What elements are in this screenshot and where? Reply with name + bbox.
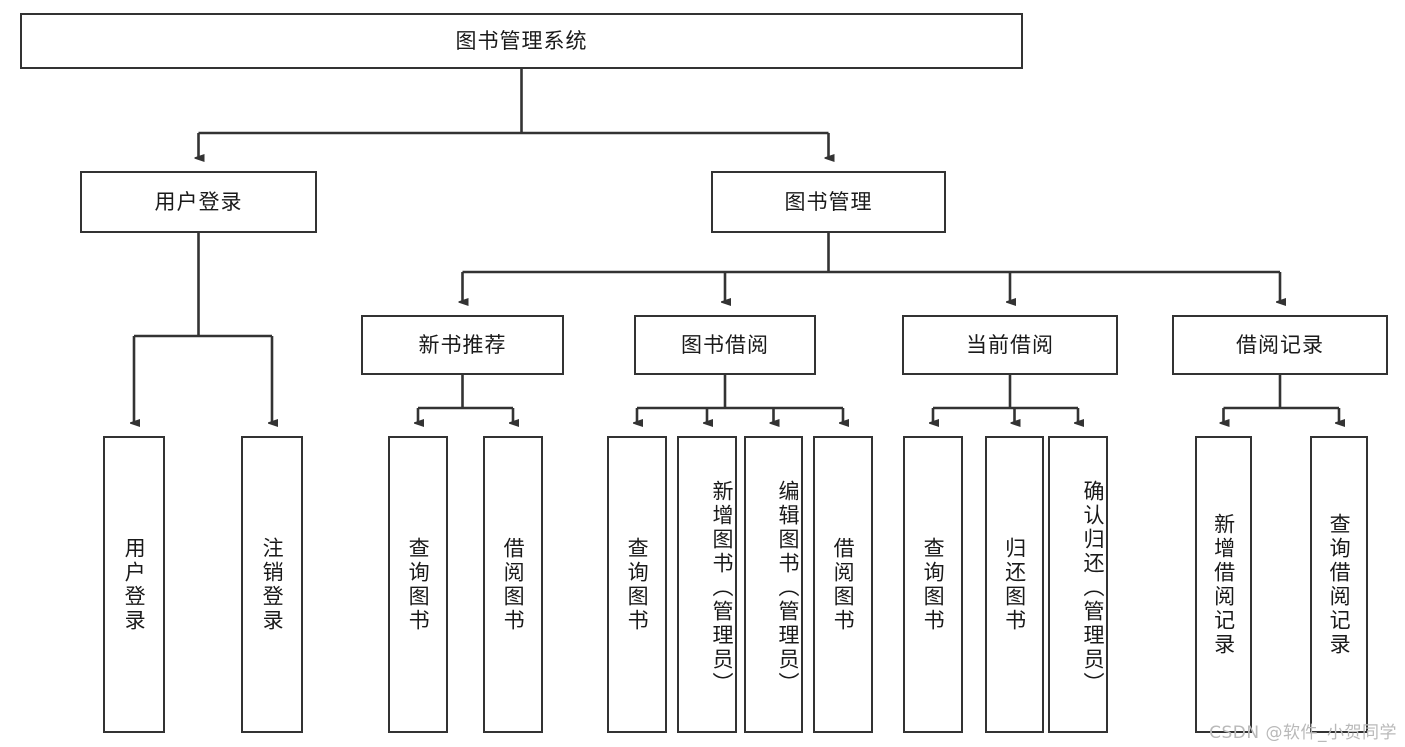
node-leaf-query-book-3[interactable]: 查询图书 — [903, 436, 963, 733]
node-leaf-logout[interactable]: 注销登录 — [241, 436, 303, 733]
node-leaf-query-book-1[interactable]: 查询图书 — [388, 436, 448, 733]
node-leaf-user-login[interactable]: 用户登录 — [103, 436, 165, 733]
node-leaf-borrow-book-1[interactable]: 借阅图书 — [483, 436, 543, 733]
node-leaf-confirm-return[interactable]: 确认归还（管理员） — [1048, 436, 1108, 733]
node-leaf-add-record[interactable]: 新增借阅记录 — [1195, 436, 1252, 733]
node-borrow-record[interactable]: 借阅记录 — [1172, 315, 1388, 375]
node-book-borrow[interactable]: 图书借阅 — [634, 315, 816, 375]
node-current-borrow[interactable]: 当前借阅 — [902, 315, 1118, 375]
node-leaf-add-book[interactable]: 新增图书（管理员） — [677, 436, 737, 733]
node-root[interactable]: 图书管理系统 — [20, 13, 1023, 69]
node-leaf-query-record[interactable]: 查询借阅记录 — [1310, 436, 1368, 733]
node-user-login[interactable]: 用户登录 — [80, 171, 317, 233]
node-book-manage[interactable]: 图书管理 — [711, 171, 946, 233]
node-leaf-edit-book[interactable]: 编辑图书（管理员） — [744, 436, 803, 733]
node-leaf-return-book[interactable]: 归还图书 — [985, 436, 1044, 733]
node-leaf-borrow-book-2[interactable]: 借阅图书 — [813, 436, 873, 733]
csdn-watermark: CSDN @软件_小贺同学 — [1209, 723, 1397, 743]
node-leaf-query-book-2[interactable]: 查询图书 — [607, 436, 667, 733]
node-new-book-recommend[interactable]: 新书推荐 — [361, 315, 564, 375]
